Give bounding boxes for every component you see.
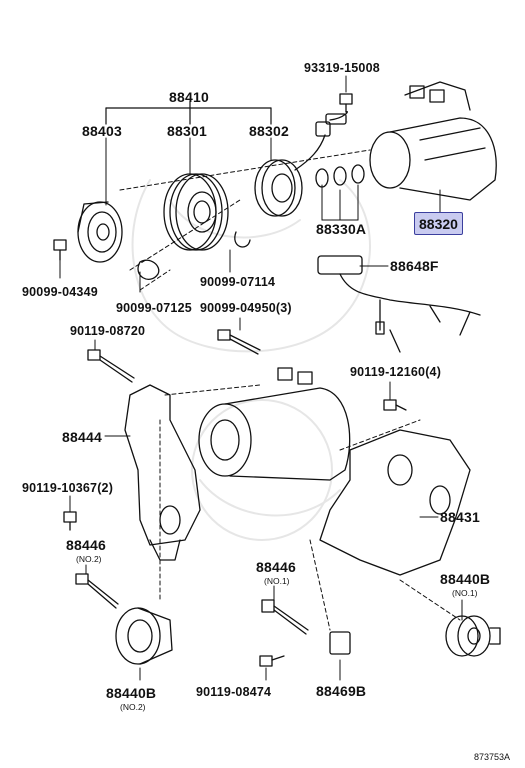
note-88446-no2: (NO.2) <box>76 554 102 564</box>
clutch-hub-88403 <box>77 201 123 263</box>
compressor-assembly <box>198 367 351 481</box>
label-88446-no1[interactable]: 88446 <box>256 559 296 575</box>
shims-88330A <box>315 164 365 188</box>
harness-88648F <box>317 255 481 353</box>
label-88444[interactable]: 88444 <box>62 429 102 445</box>
note-88446-no1: (NO.1) <box>264 576 290 586</box>
label-88301[interactable]: 88301 <box>167 123 207 139</box>
bracket-88431 <box>319 429 471 576</box>
label-90099-04950[interactable]: 90099-04950(3) <box>200 301 292 315</box>
label-88440B-no2[interactable]: 88440B <box>106 685 157 701</box>
label-93319-15008[interactable]: 93319-15008 <box>304 61 380 75</box>
bolts-top <box>53 239 67 261</box>
watermark <box>131 179 371 541</box>
label-88440B-no1[interactable]: 88440B <box>440 571 491 587</box>
label-90119-10367[interactable]: 90119-10367(2) <box>22 481 114 495</box>
pulley-88301 <box>163 173 229 251</box>
figure-number: 873753A <box>474 752 511 762</box>
bolt-90119-10367 <box>63 511 77 531</box>
label-90119-08720[interactable]: 90119-08720 <box>70 324 146 338</box>
note-88440B-no2: (NO.2) <box>120 702 146 712</box>
label-88648F[interactable]: 88648F <box>390 258 439 274</box>
spacer-88469B <box>329 631 351 655</box>
label-90099-07125[interactable]: 90099-07125 <box>116 301 192 315</box>
label-90099-04349[interactable]: 90099-04349 <box>22 285 98 299</box>
label-88446-no2[interactable]: 88446 <box>66 537 106 553</box>
label-88469B[interactable]: 88469B <box>316 683 367 699</box>
idler-88440B-no1 <box>445 615 501 657</box>
stator-88302 <box>254 121 331 217</box>
bracket-88444 <box>124 384 201 561</box>
label-88403[interactable]: 88403 <box>82 123 122 139</box>
bolt-90099-04950 <box>217 329 261 355</box>
label-90119-12160[interactable]: 90119-12160(4) <box>350 365 442 379</box>
bolt-88446-no2 <box>75 573 119 609</box>
label-88410[interactable]: 88410 <box>169 89 209 105</box>
snap-rings <box>137 231 251 280</box>
label-90099-07114[interactable]: 90099-07114 <box>200 275 276 289</box>
label-88330A[interactable]: 88330A <box>316 221 367 237</box>
bolt-90119-12160 <box>383 399 407 411</box>
switch-93319 <box>325 93 353 125</box>
note-88440B-no1: (NO.1) <box>452 588 478 598</box>
bolt-90119-08720 <box>87 349 135 383</box>
bracket-88410 <box>105 100 272 125</box>
label-88320-highlighted[interactable]: 88320 <box>414 212 463 235</box>
bolt-88446-no1 <box>261 599 309 635</box>
compressor-88320 <box>369 81 497 201</box>
label-88431[interactable]: 88431 <box>440 509 480 525</box>
label-88302[interactable]: 88302 <box>249 123 289 139</box>
idler-88440B-no2 <box>115 607 173 665</box>
bolt-90119-08474 <box>259 655 285 667</box>
alignment-dashes <box>119 149 461 631</box>
label-90119-08474[interactable]: 90119-08474 <box>196 685 272 699</box>
